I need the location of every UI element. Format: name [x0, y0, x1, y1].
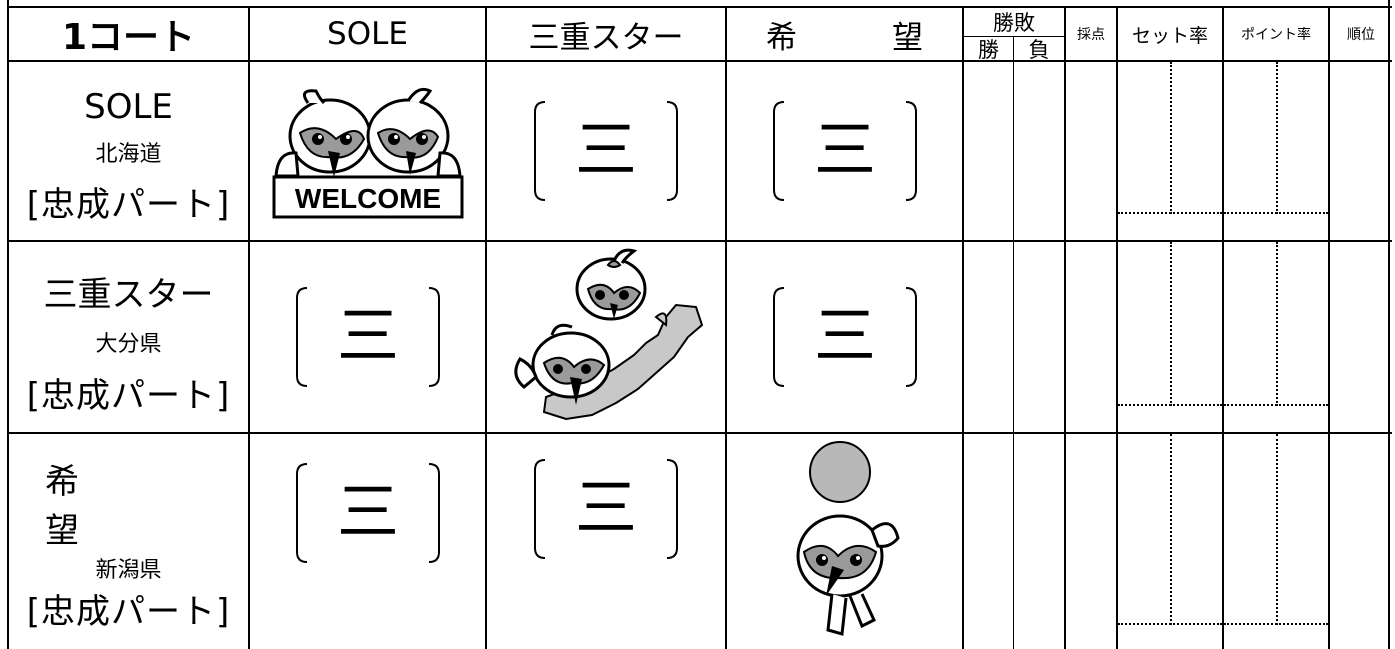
- set-rate-header: セット率: [1118, 8, 1224, 62]
- team-prefecture: 大分県: [95, 332, 162, 357]
- win-cell: [964, 434, 1014, 649]
- svg-text:三: 三: [336, 299, 398, 372]
- score-placeholder: 三: [772, 101, 917, 201]
- header-team-1: SOLE: [250, 8, 487, 62]
- team-row-3: 希 望 新潟県 [忠成パート]: [9, 434, 250, 649]
- ball-icon: [808, 441, 871, 503]
- loss-header: 負: [1014, 37, 1066, 62]
- score-cell-3-1: 三: [250, 434, 487, 649]
- team-part: [忠成パート]: [26, 184, 231, 225]
- score-cell-1-3: 三: [727, 62, 964, 242]
- svg-text:三: 三: [813, 113, 875, 186]
- score-cell: [1066, 62, 1118, 242]
- team-row-2: 三重スター 大分県 [忠成パート]: [9, 242, 250, 434]
- team-prefecture: 北海道: [95, 141, 162, 167]
- win-header: 勝: [964, 37, 1014, 62]
- score-table: 1コート SOLE 三重スター 希 望 勝敗 勝 負 採点 セット率 ポイント率…: [7, 0, 1392, 649]
- score-cell-2-3: 三: [727, 242, 964, 434]
- rank-header: 順位: [1330, 8, 1392, 62]
- ball-mascot: [727, 434, 964, 649]
- score-placeholder: 三: [295, 463, 440, 563]
- welcome-mascot: WELCOME: [250, 62, 487, 242]
- score-cell: [1066, 242, 1118, 434]
- svg-text:三: 三: [813, 299, 875, 372]
- map-mascot: [487, 242, 727, 434]
- volleyball-mascot-illustration: [796, 441, 900, 636]
- team-prefecture: 新潟県: [95, 558, 162, 583]
- win-loss-header: 勝敗: [964, 8, 1066, 37]
- rank-cell: [1330, 62, 1392, 242]
- team-part: [忠成パート]: [26, 376, 231, 416]
- score-placeholder: 三: [772, 287, 917, 387]
- rank-cell: [1330, 434, 1392, 649]
- rank-cell: [1330, 242, 1392, 434]
- set-rate-cell: [1118, 62, 1224, 242]
- court-label: 1コート: [9, 8, 250, 62]
- set-rate-cell: [1118, 434, 1224, 649]
- win-cell: [964, 62, 1014, 242]
- set-rate-cell: [1118, 242, 1224, 434]
- score-cell-1-2: 三: [487, 62, 727, 242]
- score-placeholder: 三: [534, 459, 678, 559]
- score-placeholder: 三: [295, 287, 440, 387]
- team-part: [忠成パート]: [26, 592, 231, 632]
- team-name: 希 望: [45, 462, 185, 551]
- loss-cell: [1014, 62, 1066, 242]
- japan-map-mascot-illustration: [514, 248, 704, 421]
- header-team-2: 三重スター: [487, 8, 727, 62]
- loss-cell: [1014, 242, 1066, 434]
- point-rate-cell: [1224, 242, 1330, 434]
- welcome-sign-text: WELCOME: [294, 183, 440, 214]
- top-strip: [9, 0, 1392, 8]
- score-cell: [1066, 434, 1118, 649]
- point-rate-cell: [1224, 434, 1330, 649]
- score-cell-2-1: 三: [250, 242, 487, 434]
- loss-cell: [1014, 434, 1066, 649]
- team-name: SOLE: [84, 86, 173, 127]
- svg-text:三: 三: [336, 475, 398, 548]
- team-name: 三重スター: [43, 275, 214, 315]
- svg-text:三: 三: [575, 113, 637, 186]
- header-team-3: 希 望: [727, 8, 964, 62]
- welcome-mascot-illustration: WELCOME: [272, 87, 463, 219]
- score-header: 採点: [1066, 8, 1118, 62]
- score-placeholder: 三: [534, 101, 678, 201]
- point-rate-header: ポイント率: [1224, 8, 1330, 62]
- point-rate-cell: [1224, 62, 1330, 242]
- score-cell-3-2: 三: [487, 434, 727, 649]
- team-row-1: SOLE 北海道 [忠成パート]: [9, 62, 250, 242]
- win-cell: [964, 242, 1014, 434]
- svg-text:三: 三: [575, 471, 637, 544]
